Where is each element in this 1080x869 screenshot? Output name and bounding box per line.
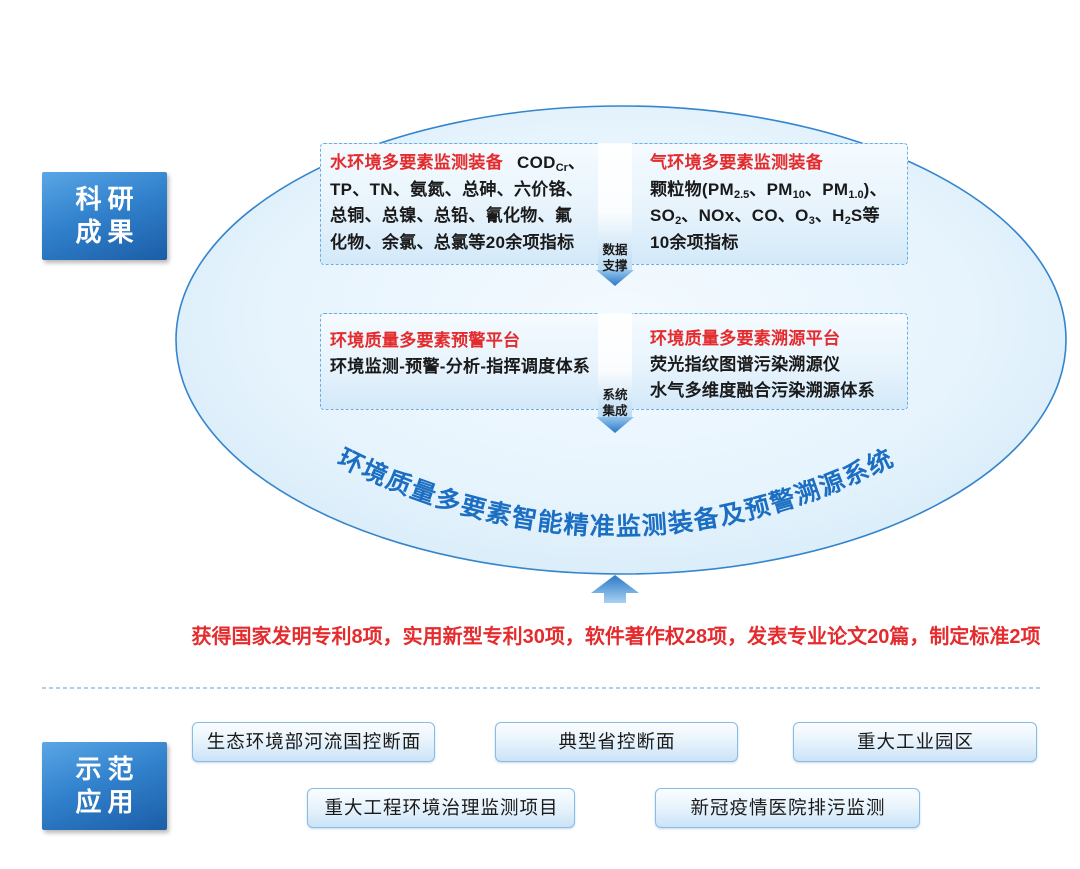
water-title-line: 水环境多要素监测装备 CODCr、 (330, 150, 585, 177)
air-equipment-title: 气环境多要素监测装备 (650, 153, 823, 172)
air-text: 、PM (804, 179, 849, 199)
tracing-platform-line: 水气多维度融合污染溯源体系 (650, 381, 875, 400)
cod-subscript: Cr (555, 162, 568, 174)
application-pill: 典型省控断面 (495, 722, 738, 762)
air-indicator-line: 10余项指标 (650, 232, 739, 252)
water-equipment-title: 水环境多要素监测装备 (330, 153, 503, 172)
system-integration-label: 系统 集成 (598, 387, 632, 419)
connector-line2: 支撑 (602, 259, 628, 273)
demo-label-line2: 应用 (75, 787, 140, 817)
application-pill: 生态环境部河流国控断面 (192, 722, 435, 762)
demo-label-line1: 示范 (75, 754, 140, 784)
warning-platform-title: 环境质量多要素预警平台 (330, 331, 521, 350)
cod-indicator: COD (517, 153, 556, 172)
air-subscript: 2 (844, 215, 851, 227)
tracing-platform-block: 环境质量多要素溯源平台 荧光指纹图谱污染溯源仪 水气多维度融合污染溯源体系 (650, 326, 875, 404)
air-text: S等 (850, 206, 880, 225)
connector-line1: 数据 (602, 243, 628, 257)
air-subscript: 3 (808, 215, 815, 227)
air-text: SO (650, 206, 676, 225)
data-support-label: 数据 支撑 (598, 242, 632, 274)
air-text: 、PM (749, 179, 793, 199)
air-text: 、H (814, 206, 845, 225)
warning-platform-block: 环境质量多要素预警平台 环境监测-预警-分析-指挥调度体系 (330, 328, 590, 380)
connector-line1: 系统 (602, 388, 628, 402)
tracing-platform-title: 环境质量多要素溯源平台 (650, 329, 841, 348)
application-pill: 重大工程环境治理监测项目 (307, 788, 575, 828)
tracing-platform-line: 荧光指纹图谱污染溯源仪 (650, 355, 841, 374)
demo-application-label: 示范 应用 (42, 742, 167, 830)
air-indicator-line: 颗粒物(PM2.5、PM10、PM1.0)、 (650, 177, 887, 204)
warning-platform-line: 环境监测-预警-分析-指挥调度体系 (330, 357, 591, 376)
air-subscript: 10 (792, 188, 805, 201)
air-subscript: 1.0 (848, 188, 864, 201)
air-text: )、 (863, 179, 887, 199)
up-arrow-icon (591, 575, 639, 603)
water-equipment-block: 水环境多要素监测装备 CODCr、 TP、TN、氨氮、总砷、六价铬、 总铜、总镍、… (330, 150, 585, 256)
air-indicator-line: SO2、NOx、CO、O3、H2S等 (650, 203, 887, 230)
cod-separator: 、 (567, 153, 586, 172)
water-indicator-line: 总铜、总镍、总铅、氰化物、氟 (330, 206, 573, 225)
application-pill: 新冠疫情医院排污监测 (655, 788, 920, 828)
air-text: 颗粒物(PM (650, 179, 734, 199)
air-text: 、NOx、CO、O (681, 206, 809, 225)
water-indicator-line: TP、TN、氨氮、总砷、六价铬、 (330, 179, 584, 199)
application-pill: 重大工业园区 (793, 722, 1037, 762)
air-subscript: 2 (675, 215, 682, 227)
research-label-line1: 科研 (75, 184, 140, 214)
achievements-text: 获得国家发明专利8项，实用新型专利30项，软件著作权28项，发表专业论文20篇，… (191, 626, 1041, 648)
system-integration-strip (598, 313, 632, 418)
data-support-strip (598, 143, 632, 271)
air-subscript: 2.5 (733, 188, 750, 201)
water-indicator-line: 化物、余氯、总氯等20余项指标 (330, 232, 575, 252)
research-results-label: 科研 成果 (42, 172, 167, 260)
research-label-line2: 成果 (75, 217, 140, 247)
air-equipment-block: 气环境多要素监测装备 颗粒物(PM2.5、PM10、PM1.0)、 SO2、NO… (650, 150, 887, 256)
connector-line2: 集成 (602, 404, 628, 418)
